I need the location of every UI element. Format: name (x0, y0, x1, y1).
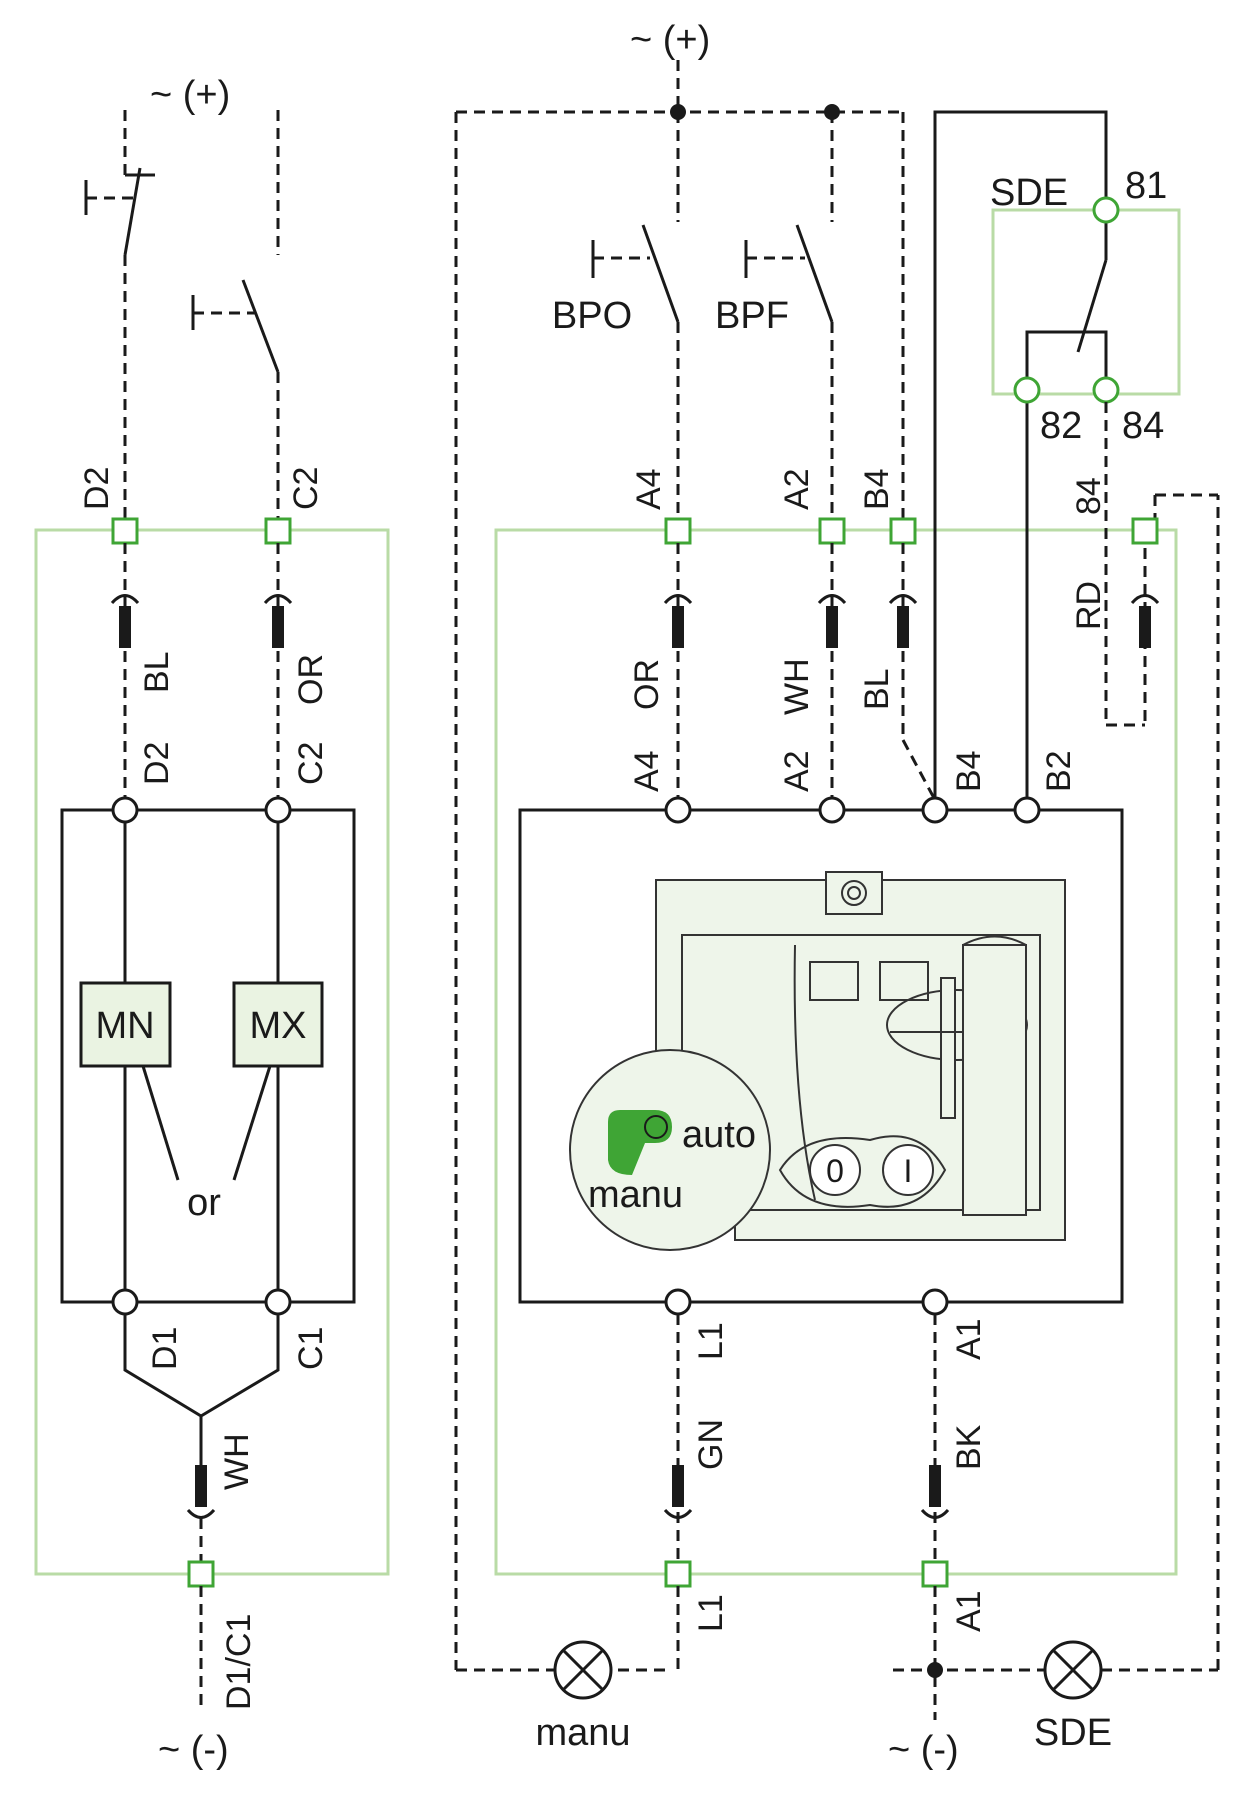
inner-terminal-a2[interactable] (818, 796, 846, 824)
wire-color-a2-wh: WH (778, 658, 816, 715)
svg-text:BPO: BPO (552, 295, 632, 337)
inner-terminal-c1[interactable] (264, 1288, 292, 1316)
inner-label-a4: A4 (628, 750, 666, 792)
wire-color-rd: RD (1070, 581, 1108, 630)
sde-terminal-84[interactable] (1092, 376, 1120, 404)
button-bpo[interactable]: BPO (552, 112, 680, 337)
inner-terminal-l1[interactable] (664, 1288, 692, 1316)
wire-color-gn: GN (692, 1419, 730, 1470)
sde-contact: SDE 81 82 84 84 RD (990, 165, 1181, 727)
wire-color-a4-or: OR (628, 659, 666, 710)
terminal-a4[interactable] (664, 517, 692, 545)
terminal-a2[interactable] (818, 517, 846, 545)
lamp-manu: manu (535, 1640, 631, 1754)
sde-frame (991, 208, 1181, 396)
inner-terminal-d2[interactable] (111, 796, 139, 824)
terminal-a1[interactable] (921, 1560, 949, 1588)
svg-text:BPF: BPF (715, 295, 789, 337)
inner-terminal-a4[interactable] (664, 796, 692, 824)
inner-label-b4: B4 (950, 750, 988, 792)
left-coil-box (60, 808, 356, 1304)
right-supply-positive: ~ (+) (630, 19, 710, 61)
switch-on-label: I (904, 1153, 913, 1189)
svg-text:manu: manu (535, 1712, 630, 1754)
wire-color-wh: WH (218, 1433, 256, 1490)
left-contact-d2 (84, 167, 155, 256)
inner-label-l1: L1 (692, 1322, 730, 1360)
bottom-terminal-label-d1c1: D1/C1 (220, 1614, 258, 1710)
terminal-d2[interactable] (111, 517, 139, 545)
button-bpf[interactable]: BPF (715, 112, 834, 337)
terminal-b4[interactable] (889, 517, 917, 545)
inner-terminal-b2[interactable] (1013, 796, 1041, 824)
left-terminal-label-c2: C2 (287, 467, 325, 510)
terminal-l1[interactable] (664, 1560, 692, 1588)
sde-title: SDE (990, 172, 1068, 214)
terminal-label-a2: A2 (778, 468, 816, 510)
wire-color-or: OR (292, 654, 330, 705)
switch-off-label: 0 (826, 1153, 844, 1189)
inner-label-a2: A2 (778, 750, 816, 792)
coil-mn: MN (79, 981, 172, 1068)
rd-terminal-label-84: 84 (1070, 477, 1108, 515)
svg-text:SDE: SDE (1034, 1712, 1112, 1754)
terminal-d1-c1[interactable] (187, 1560, 215, 1588)
terminal-rd-84[interactable] (1131, 517, 1159, 545)
terminal-label-b4: B4 (858, 468, 896, 510)
sde-label-82: 82 (1040, 405, 1082, 447)
inner-terminal-label-c1: C1 (292, 1327, 330, 1370)
connector-rd (1130, 594, 1160, 648)
inner-label-b2: B2 (1040, 750, 1078, 792)
right-module: ~ (+) BPO BPF A4 A2 (454, 19, 1220, 1771)
svg-text:MX: MX (250, 1005, 307, 1047)
bottom-label-a1: A1 (950, 1590, 988, 1632)
left-terminal-label-d2: D2 (78, 467, 116, 510)
inner-terminal-c2[interactable] (264, 796, 292, 824)
terminal-c2[interactable] (264, 517, 292, 545)
inner-label-a1: A1 (950, 1318, 988, 1360)
inner-terminal-b4[interactable] (921, 796, 949, 824)
connector-b4 (888, 594, 918, 648)
sde-terminal-81[interactable] (1092, 196, 1120, 224)
lamp-sde: SDE (1034, 1640, 1112, 1754)
auto-manu-selector[interactable]: auto manu (569, 1049, 771, 1251)
manu-label: manu (588, 1174, 683, 1216)
coil-mx: MX (232, 981, 324, 1068)
auto-label: auto (682, 1114, 756, 1156)
terminal-label-a4: A4 (630, 468, 668, 510)
left-supply-positive: ~ (+) (150, 74, 230, 116)
inner-terminal-label-d1: D1 (146, 1327, 184, 1370)
inner-terminal-label-d2: D2 (138, 742, 176, 785)
left-module: ~ (+) D2 C2 (34, 74, 390, 1771)
sde-terminal-82[interactable] (1013, 376, 1041, 404)
inner-terminal-a1[interactable] (921, 1288, 949, 1316)
sde-label-81: 81 (1125, 165, 1167, 207)
wire-color-bk: BK (950, 1424, 988, 1470)
left-contact-c2 (191, 279, 280, 373)
inner-terminal-d1[interactable] (111, 1288, 139, 1316)
bottom-label-l1: L1 (692, 1594, 730, 1632)
sde-label-84: 84 (1122, 405, 1164, 447)
connector-gn (663, 1465, 693, 1519)
left-supply-negative: ~ (-) (158, 1729, 229, 1771)
connector-a2 (817, 594, 847, 648)
right-supply-negative: ~ (-) (888, 1729, 959, 1771)
svg-text:MN: MN (95, 1005, 154, 1047)
connector-c2 (263, 594, 293, 648)
or-label: or (187, 1182, 221, 1224)
wire-color-bl: BL (138, 651, 176, 693)
wire-color-b4-bl: BL (858, 668, 896, 710)
connector-d2 (110, 594, 140, 648)
connector-bk (920, 1465, 950, 1519)
connector-a4 (663, 594, 693, 648)
inner-terminal-label-c2: C2 (292, 742, 330, 785)
connector-wh (186, 1465, 216, 1519)
